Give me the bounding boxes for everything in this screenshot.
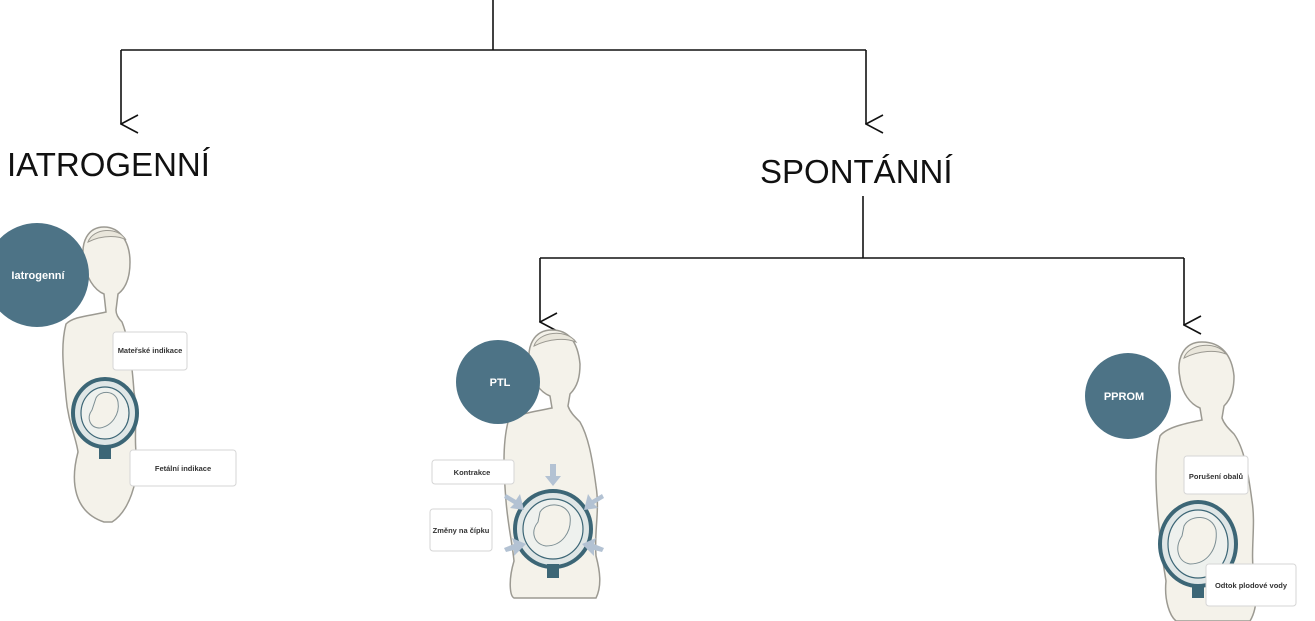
heading-iatrogenic: IATROGENNÍ: [7, 146, 210, 184]
svg-text:Odtok plodové vody: Odtok plodové vody: [1215, 581, 1288, 590]
circle-label: Iatrogenní: [11, 270, 65, 282]
panel-pprom: PPROM Porušení obalů Odtok plodové vody: [1085, 342, 1296, 621]
callout-box: Fetální indikace: [130, 450, 236, 486]
top-connector: [121, 0, 866, 124]
panel-iatrogenic: Iatrogenní Mateřské indikace Fetální ind…: [0, 223, 236, 522]
svg-text:Porušení obalů: Porušení obalů: [1189, 472, 1244, 481]
panel-ptl: PTL Kontrakce Změny na čípku: [430, 330, 604, 598]
callout-box: Mateřské indikace: [113, 332, 187, 370]
callout-box: Porušení obalů: [1184, 456, 1248, 494]
svg-text:Fetální indikace: Fetální indikace: [155, 464, 211, 473]
callout-box: Změny na čípku: [430, 509, 492, 551]
callout-box: Kontrakce: [432, 460, 514, 484]
circle-label: PPROM: [1104, 391, 1144, 403]
callout-box: Odtok plodové vody: [1206, 564, 1296, 606]
svg-text:Mateřské indikace: Mateřské indikace: [118, 346, 183, 355]
circle-label: PTL: [490, 377, 511, 389]
spontaneous-connector: [540, 196, 1184, 325]
heading-spontaneous: SPONTÁNNÍ: [760, 153, 953, 191]
svg-text:Kontrakce: Kontrakce: [454, 468, 491, 477]
svg-text:Změny na čípku: Změny na čípku: [433, 526, 490, 535]
